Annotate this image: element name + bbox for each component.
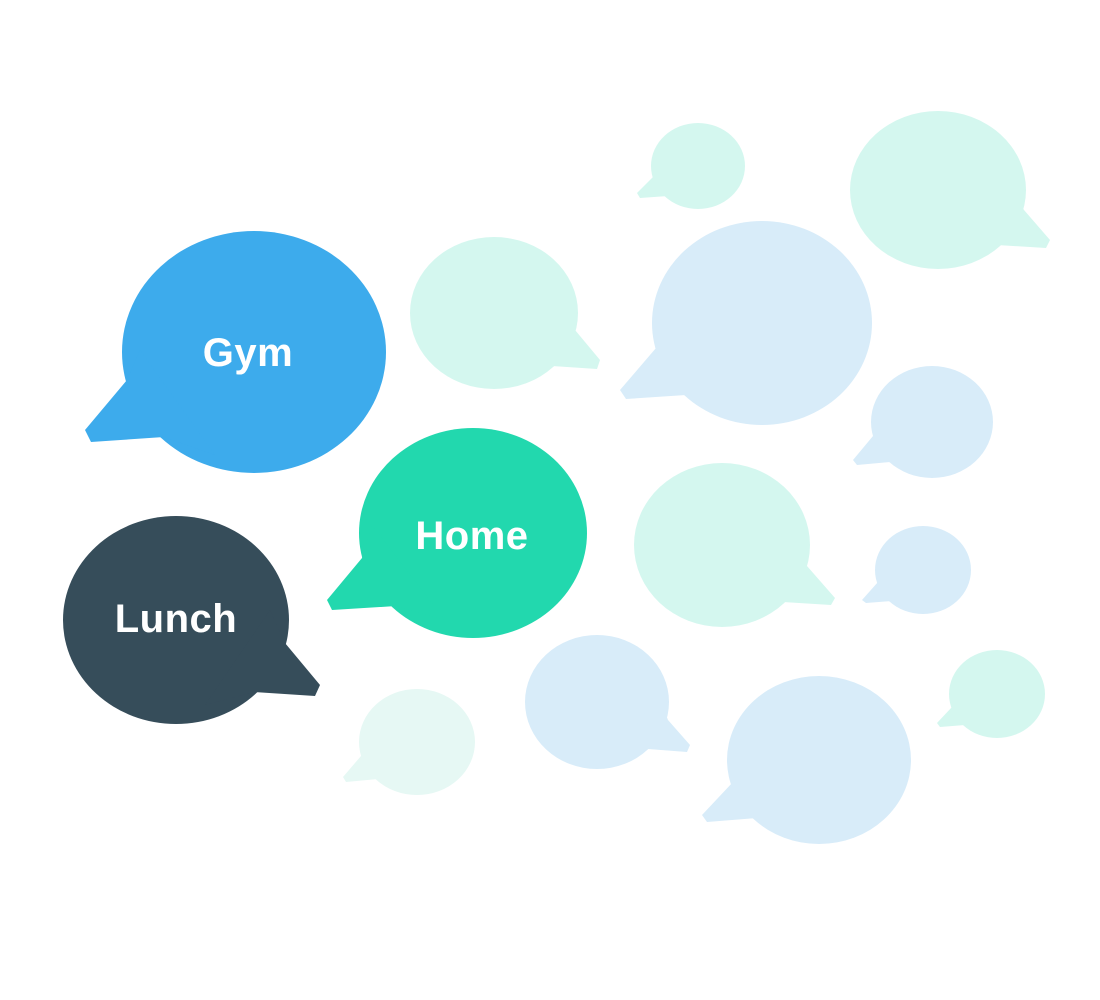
bubble-tail	[620, 320, 740, 405]
bubble-tail	[327, 525, 445, 620]
bubble-tail	[515, 300, 600, 372]
bubble-tail	[637, 170, 700, 200]
home-bubble: Home	[327, 428, 587, 638]
bubble-tail	[205, 610, 320, 705]
bubble-body	[727, 676, 911, 844]
bubble-tail	[615, 695, 690, 755]
empty-bubble-5	[853, 366, 993, 478]
gym-label: Gym	[203, 331, 293, 375]
bubble-tail	[702, 755, 800, 830]
lunch-bubble: Lunch	[63, 516, 320, 724]
bubble-tail	[960, 180, 1050, 250]
empty-bubble-7	[862, 526, 971, 614]
gym-bubble: Gym	[85, 231, 386, 473]
empty-bubble-6	[634, 463, 835, 627]
lunch-label: Lunch	[115, 597, 237, 641]
bubble-tail	[740, 530, 835, 610]
home-label: Home	[415, 514, 528, 558]
bubble-tail	[85, 350, 215, 455]
empty-bubble-2	[850, 111, 1050, 269]
bubble-tail	[937, 695, 985, 730]
bubble-tail	[853, 420, 920, 470]
empty-bubble-8	[343, 689, 475, 795]
bubble-tail	[343, 740, 405, 785]
empty-bubble-11	[937, 650, 1045, 738]
empty-bubble-9	[525, 635, 690, 769]
bubble-body	[122, 231, 386, 473]
bubble-body	[410, 237, 578, 389]
bubble-tail	[862, 570, 915, 605]
empty-bubble-10	[702, 676, 911, 844]
empty-bubble-4	[620, 221, 872, 425]
empty-bubble-1	[637, 123, 745, 209]
empty-bubble-3	[410, 237, 600, 389]
